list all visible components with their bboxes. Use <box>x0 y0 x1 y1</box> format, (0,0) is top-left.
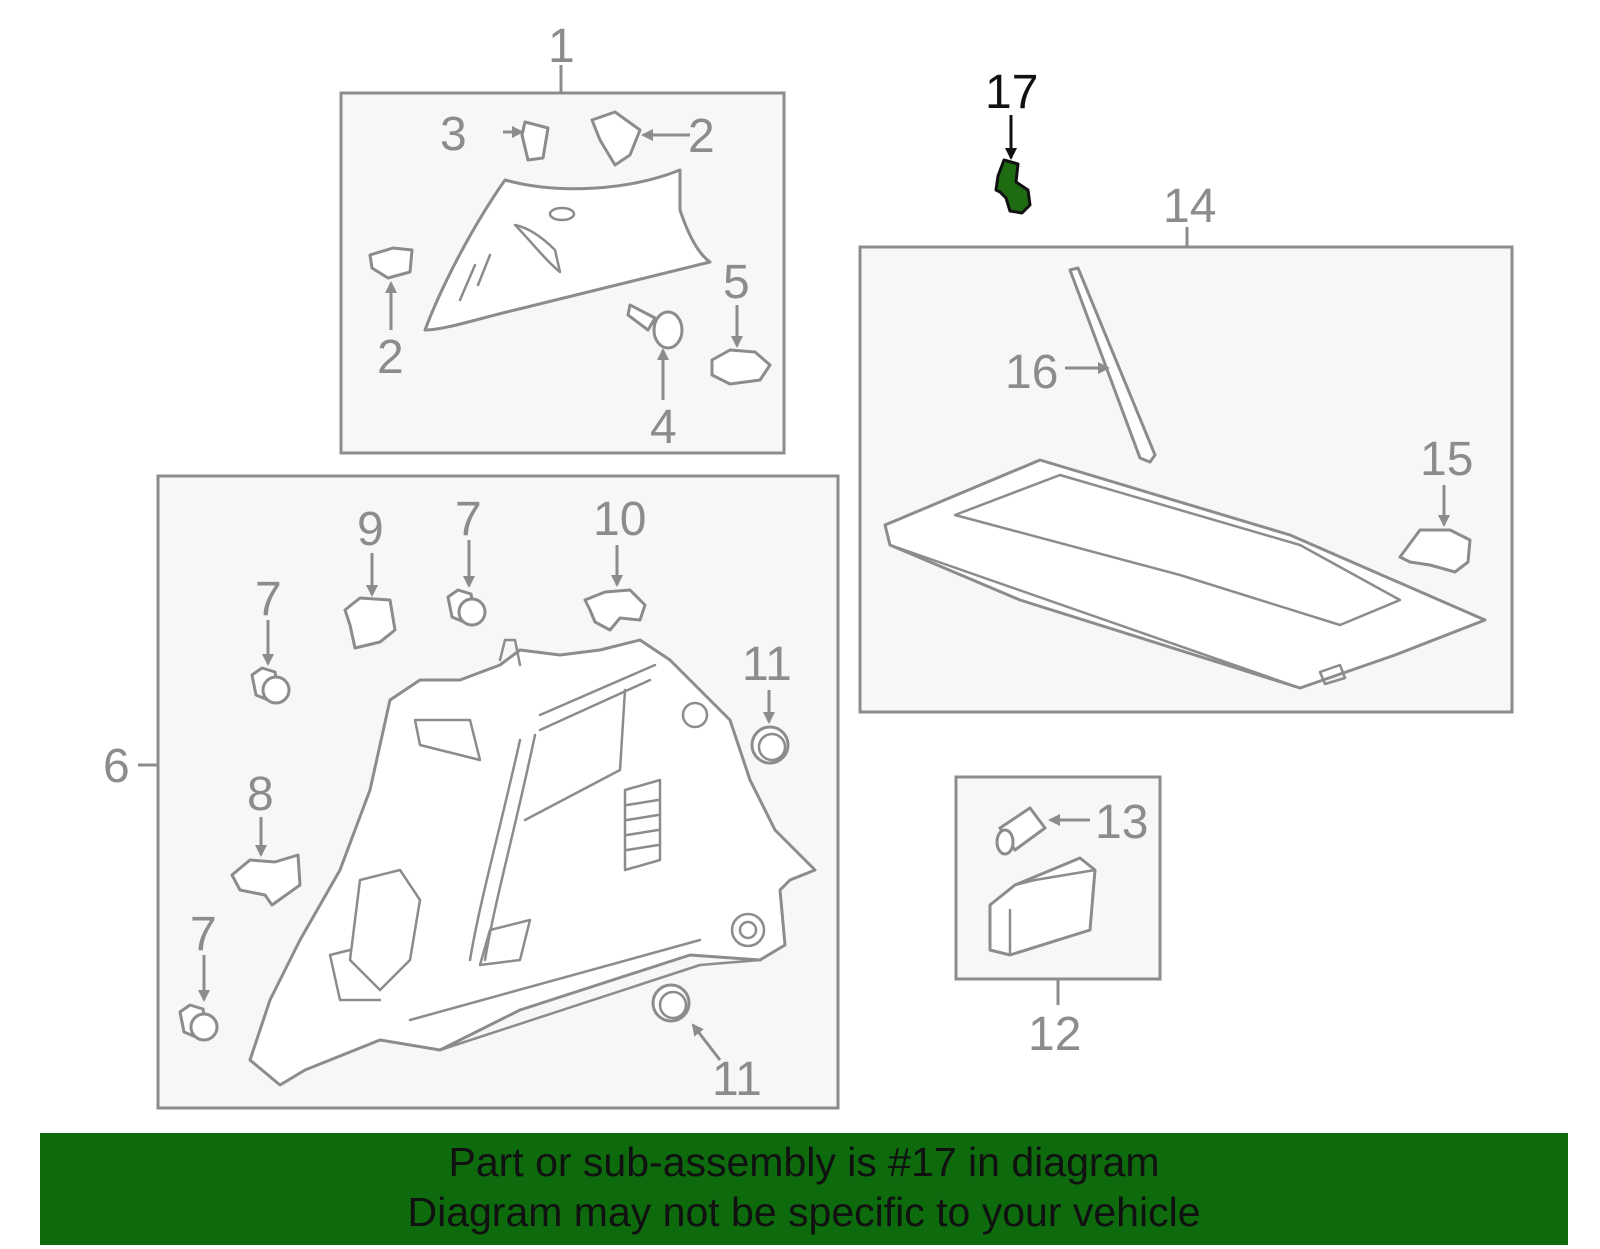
callout-12: 12 <box>1028 1008 1081 1061</box>
plug-11-lower <box>651 983 691 1023</box>
clip-7-left <box>250 666 291 705</box>
group-14-cargo-cover-box: 14 16 15 <box>858 180 1514 714</box>
clip-2-upper <box>590 110 642 167</box>
upper-quarter-trim-panel <box>423 168 712 332</box>
callout-1: 1 <box>548 20 575 73</box>
callout-7-middle: 7 <box>455 493 482 546</box>
callout-15: 15 <box>1420 433 1473 486</box>
info-banner: Part or sub-assembly is #17 in diagram D… <box>40 1133 1568 1245</box>
cargo-cover-panel <box>883 458 1487 690</box>
callout-11-lower: 11 <box>712 1053 762 1106</box>
lamp-assembly <box>988 856 1097 957</box>
callout-17: 17 <box>985 66 1038 119</box>
callout-5: 5 <box>723 256 750 309</box>
callout-9: 9 <box>357 503 384 556</box>
highlighted-part-17: 17 <box>985 66 1038 215</box>
callout-13: 13 <box>1095 796 1148 849</box>
callout-2-upper: 2 <box>688 110 715 163</box>
clip-2-lower <box>368 246 414 280</box>
plug-11-upper <box>750 725 790 765</box>
callout-4: 4 <box>650 401 677 454</box>
callout-14: 14 <box>1163 180 1216 233</box>
clip-15 <box>1398 528 1472 574</box>
group-1-upper-trim-box: 1 3 2 2 4 5 <box>339 20 786 455</box>
lower-quarter-trim-panel <box>248 638 817 1087</box>
group-6-lower-trim-box: 6 7 7 7 8 <box>103 474 840 1110</box>
callout-10: 10 <box>593 493 646 546</box>
clip-3 <box>520 120 550 162</box>
retainer-9 <box>343 596 397 650</box>
bulb-13 <box>995 806 1047 856</box>
bracket-10 <box>583 588 647 632</box>
banner-line-1: Part or sub-assembly is #17 in diagram <box>448 1139 1160 1185</box>
callout-3: 3 <box>440 108 467 161</box>
group-12-lamp-box: 12 13 <box>954 775 1162 1061</box>
clip-7-middle <box>446 588 487 627</box>
support-rod-16 <box>1068 266 1157 464</box>
callout-11-upper: 11 <box>742 638 792 691</box>
callout-2-lower: 2 <box>377 331 404 384</box>
banner-line-2: Diagram may not be specific to your vehi… <box>407 1189 1201 1235</box>
callout-6: 6 <box>103 740 130 793</box>
callout-7-left: 7 <box>255 573 282 626</box>
bracket-8 <box>230 853 302 907</box>
clip-7-bottom <box>178 1003 219 1042</box>
callout-8: 8 <box>247 768 274 821</box>
callout-16: 16 <box>1005 346 1058 399</box>
callout-7-bottom: 7 <box>190 908 217 961</box>
cap-5 <box>710 348 772 386</box>
